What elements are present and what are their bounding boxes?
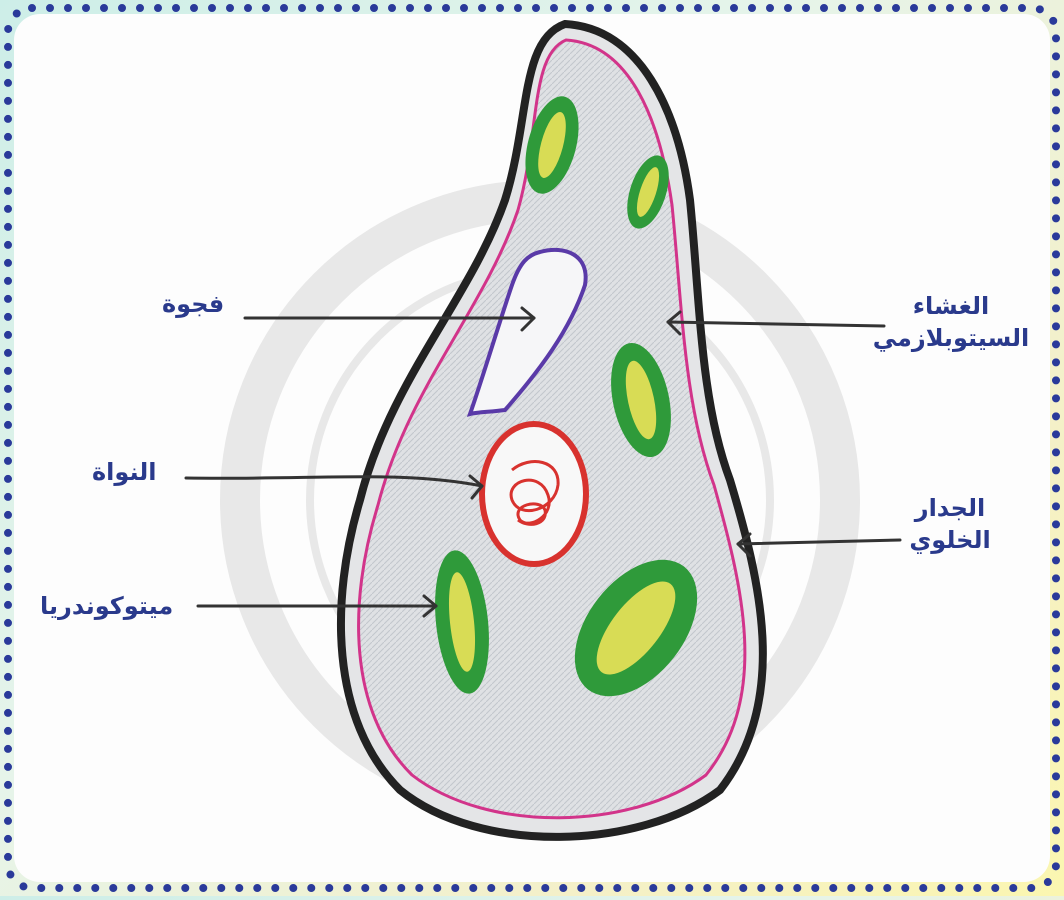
label-membrane-line2: السيتوبلازمي <box>846 322 1056 354</box>
label-membrane-line1: الغشاء <box>846 290 1056 322</box>
label-wall-line2: الخلوي <box>900 524 1000 556</box>
label-mitochondria: ميتوكوندريا <box>40 590 173 622</box>
label-cell-wall: الجدار الخلوي <box>900 492 1000 556</box>
label-nucleus: النواة <box>92 456 156 488</box>
label-vacuole: فجوة <box>162 288 224 320</box>
label-cytoplasmic-membrane: الغشاء السيتوبلازمي <box>846 290 1056 354</box>
label-wall-line1: الجدار <box>900 492 1000 524</box>
nucleus <box>482 424 586 564</box>
